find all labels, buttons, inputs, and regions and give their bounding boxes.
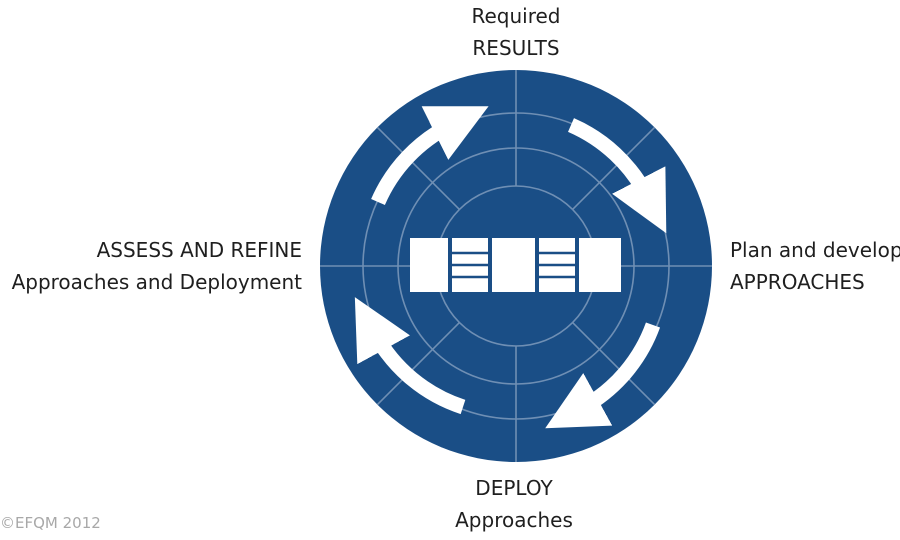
- label-right-line1: Plan and develop: [730, 238, 900, 262]
- efqm-logo-icon: [410, 238, 621, 292]
- label-top-line2: RESULTS: [472, 36, 560, 60]
- label-deploy: DEPLOY Approaches: [414, 472, 614, 536]
- label-top-line1: Required: [471, 4, 561, 28]
- label-assess-refine: ASSESS AND REFINE Approaches and Deploym…: [10, 234, 302, 298]
- label-plan-develop: Plan and develop APPROACHES: [730, 234, 900, 298]
- clockwise-cycle-arrow-icon: [371, 106, 489, 206]
- spoke-top-left: [376, 126, 460, 210]
- label-bottom-line1: DEPLOY: [475, 476, 553, 500]
- clockwise-cycle-arrow-icon: [567, 118, 667, 234]
- clockwise-cycle-arrow-icon: [354, 297, 466, 415]
- label-left-line2: Approaches and Deployment: [11, 270, 302, 294]
- cycle-arrows: [354, 106, 667, 429]
- spoke-bottom-right: [572, 322, 656, 406]
- label-required-results: Required RESULTS: [416, 0, 616, 64]
- spoke-bottom-left: [376, 322, 460, 406]
- clockwise-cycle-arrow-icon: [545, 322, 661, 429]
- copyright-notice: ©EFQM 2012: [0, 514, 101, 532]
- label-bottom-line2: Approaches: [455, 508, 573, 532]
- label-left-line1: ASSESS AND REFINE: [96, 238, 302, 262]
- label-right-line2: APPROACHES: [730, 270, 865, 294]
